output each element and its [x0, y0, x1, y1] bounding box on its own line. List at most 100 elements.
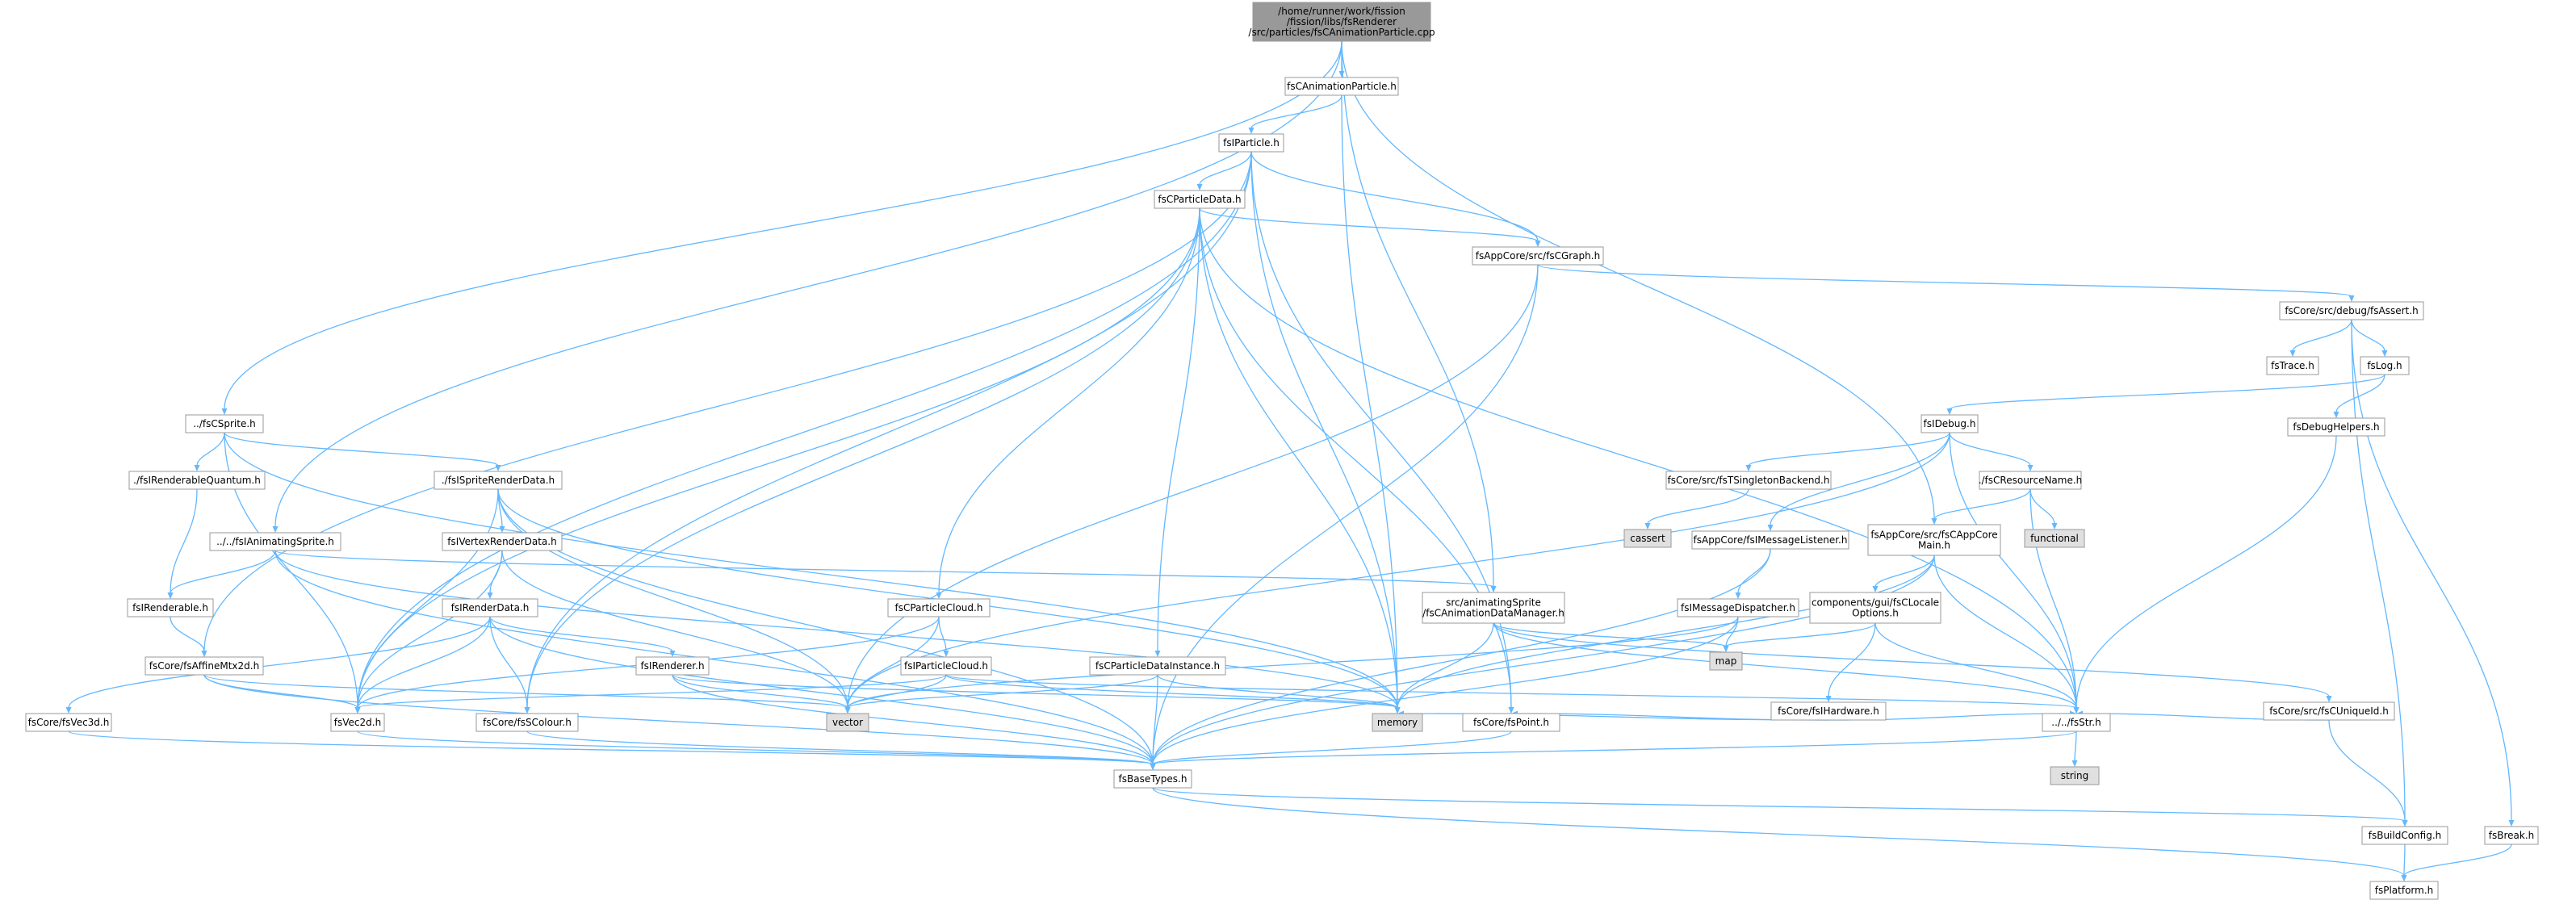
edge-animsprite-to-animdatamgr	[274, 550, 1494, 588]
node-box	[128, 471, 266, 490]
header-file-node[interactable]: fsDebugHelpers.h	[2287, 417, 2385, 437]
header-file-node[interactable]: src/animatingSprite/fsCAnimationDataMana…	[1422, 592, 1565, 624]
node-label: ../fsCSprite.h	[193, 418, 256, 429]
header-file-node[interactable]: fsCore/fsSColour.h	[475, 713, 579, 732]
edge-ipcloud-to-memory	[945, 674, 1398, 709]
header-file-node[interactable]: ./fsISpriteRenderData.h	[434, 471, 563, 490]
header-file-node[interactable]: fsCore/fsPoint.h	[1462, 713, 1560, 732]
edge-ipcloud-to-fsstr	[945, 674, 2077, 709]
edge-arrowhead	[495, 465, 501, 471]
edge-iparticle-to-cgraph	[1250, 151, 1539, 242]
edge-pdata-to-point	[1199, 207, 1512, 709]
node-label: fsCore/fsPoint.h	[1473, 717, 1549, 728]
header-file-node[interactable]: fsCAnimationParticle.h	[1284, 77, 1399, 96]
edge-pdata-to-memory	[1199, 207, 1398, 709]
edge-arrowhead	[943, 651, 949, 657]
node-label: fsBuildConfig.h	[2369, 830, 2442, 841]
edge-point-to-basetypes	[1152, 731, 1512, 765]
header-file-node[interactable]: fsCore/src/fsTSingletonBackend.h	[1665, 471, 1832, 490]
edge-msglistener-to-basetypes	[1152, 548, 1771, 765]
header-file-node[interactable]: fsBreak.h	[2484, 826, 2539, 845]
edge-renderdata-to-basetypes	[489, 616, 1154, 765]
edge-irenderer-to-basetypes	[672, 674, 1154, 765]
edge-assert-to-break	[2351, 319, 2512, 822]
header-file-node[interactable]: fsIRenderable.h	[127, 598, 214, 617]
node-label: ./fsCResourceName.h	[1979, 475, 2083, 486]
node-box	[2279, 301, 2424, 320]
edge-arrowhead	[487, 592, 493, 599]
edge-arrowhead	[1723, 646, 1729, 652]
edge-pdata-to-cgraph	[1199, 207, 1539, 242]
edge-animsprite-to-basetypes	[274, 550, 1154, 765]
header-file-node[interactable]: ../../fsStr.h	[2042, 713, 2111, 732]
edge-msglistener-to-msgdispatcher	[1737, 548, 1771, 594]
header-file-node[interactable]: fsAppCore/src/fsCGraph.h	[1472, 246, 1604, 266]
node-label: fsVec2d.h	[334, 717, 381, 728]
header-file-node[interactable]: fsLog.h	[2360, 356, 2410, 375]
header-file-node[interactable]: fsAppCore/fsIMessageListener.h	[1691, 530, 1849, 550]
header-file-node[interactable]: fsBuildConfig.h	[2361, 826, 2448, 845]
header-file-node[interactable]: fsIParticleCloud.h	[900, 656, 992, 676]
edge-arrowhead	[1931, 518, 1937, 525]
edge-arrowhead	[167, 592, 174, 599]
node-box	[1665, 471, 1832, 490]
edge-arrowhead	[1508, 707, 1514, 714]
edge-renderdata-to-vec2d	[357, 616, 491, 709]
node-label: fsAppCore/fsIMessageListener.h	[1694, 534, 1848, 546]
node-label: components/gui/fsCLocale	[1812, 597, 1939, 609]
header-file-node[interactable]: ./fsCResourceName.h	[1979, 471, 2083, 490]
node-label: fsCParticleDataInstance.h	[1095, 660, 1220, 672]
header-file-node[interactable]: fsIRenderer.h	[635, 656, 710, 676]
edge-arrowhead	[1767, 525, 1774, 531]
edge-animsprite-to-memory	[274, 550, 1398, 709]
header-file-node[interactable]: fsIParticle.h	[1218, 133, 1284, 153]
header-file-node[interactable]: fsBaseTypes.h	[1113, 769, 1192, 789]
node-label: map	[1715, 655, 1737, 667]
header-file-node[interactable]: fsCore/fsAffineMtx2d.h	[145, 656, 264, 676]
header-file-node[interactable]: fsIDebug.h	[1920, 414, 1979, 433]
edge-spriterender-to-vec2d	[357, 488, 499, 709]
node-box	[1920, 414, 1979, 433]
header-file-node[interactable]: fsVec2d.h	[330, 713, 385, 732]
header-file-node[interactable]: ../../fsIAnimatingSprite.h	[209, 532, 341, 551]
edge-arrowhead	[1248, 128, 1254, 134]
header-file-node[interactable]: fsCParticleCloud.h	[887, 598, 991, 617]
node-box	[145, 656, 264, 676]
header-file-node[interactable]: ../fsCSprite.h	[185, 414, 264, 433]
edge-resname-to-fsstr	[2029, 488, 2077, 709]
header-file-node[interactable]: fsCParticleDataInstance.h	[1089, 656, 1226, 676]
header-file-node[interactable]: fsCore/src/debug/fsAssert.h	[2279, 301, 2424, 320]
header-file-node[interactable]: ./fsIRenderableQuantum.h	[128, 471, 266, 490]
edge-ipcloud-to-vector	[847, 674, 947, 709]
header-file-node[interactable]: fsCore/fsVec3d.h	[25, 713, 112, 732]
root-file-node[interactable]: /home/runner/work/fission/fission/libs/f…	[1248, 2, 1435, 42]
edge-log-to-idebug	[1949, 374, 2385, 410]
node-box	[1677, 598, 1799, 617]
header-file-node[interactable]: fsIVertexRenderData.h	[442, 532, 563, 551]
edge-arrowhead	[2289, 350, 2296, 357]
header-file-node[interactable]: fsIRenderData.h	[442, 598, 538, 617]
node-box	[1472, 246, 1604, 266]
edge-appcoremain-to-memory	[1397, 555, 1935, 709]
edge-log-to-debughelpers	[2335, 374, 2385, 413]
header-file-node[interactable]: fsCore/fsIHardware.h	[1770, 701, 1887, 721]
node-box	[826, 713, 869, 732]
edge-arrowhead	[2508, 820, 2515, 827]
header-file-node[interactable]: fsTrace.h	[2266, 356, 2319, 375]
header-file-node[interactable]: fsPlatform.h	[2369, 881, 2439, 900]
edge-arrowhead	[354, 707, 361, 714]
node-box	[1623, 529, 1672, 548]
edge-arrowhead	[65, 707, 72, 714]
node-box	[475, 713, 579, 732]
node-label: /fsCAnimationDataManager.h	[1422, 608, 1564, 619]
header-file-node[interactable]: fsIMessageDispatcher.h	[1677, 598, 1799, 617]
header-file-node[interactable]: fsCParticleData.h	[1154, 190, 1246, 209]
edge-arrowhead	[844, 707, 851, 714]
edge-idebug-to-singleton	[1748, 432, 1950, 467]
edge-arrowhead	[2381, 350, 2388, 357]
edge-pdinstance-to-vector	[847, 674, 1158, 709]
header-file-node[interactable]: fsCore/src/fsCUniqueId.h	[2263, 701, 2395, 721]
edge-irenderer-to-memory	[672, 674, 1398, 709]
